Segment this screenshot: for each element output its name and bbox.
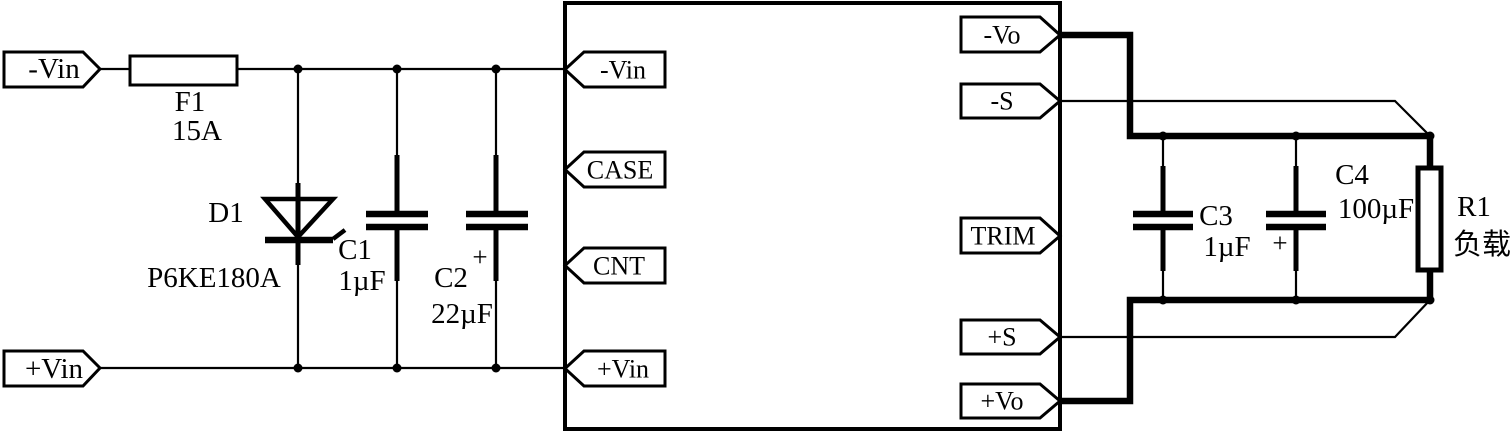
- pin-cnt-label: CNT: [593, 252, 645, 281]
- connector-pos-vin-flag: [2, 349, 103, 388]
- c3-ref-label: C3: [1199, 200, 1233, 232]
- pin-pos-vin: +Vin: [562, 349, 667, 388]
- pin-trim-flag: [959, 216, 1063, 255]
- pin-neg-s-flag: [959, 82, 1063, 120]
- capacitor-c1: [366, 155, 428, 281]
- pin-cnt-flag: [562, 246, 667, 285]
- capacitor-c2: [466, 155, 528, 281]
- junction-dot: [491, 363, 501, 373]
- r1-ref-label: R1: [1457, 191, 1491, 223]
- fuse-value-label: 15A: [172, 115, 222, 147]
- junction-dot: [1158, 295, 1168, 305]
- pin-pos-s-label: +S: [987, 323, 1016, 352]
- pin-case-flag: [562, 150, 667, 189]
- fuse-ref-label: F1: [175, 86, 206, 118]
- connector-neg-vin-label: -Vin: [28, 53, 80, 85]
- pin-neg-s-label: -S: [990, 87, 1013, 116]
- wire-neg-output-rail: [1060, 31, 1430, 140]
- module-right-pins: -Vo -S TRIM +S +Vo: [959, 15, 1063, 420]
- junction-dot: [392, 363, 402, 373]
- junction-dot: [1158, 131, 1168, 141]
- module-left-pins: -Vin CASE CNT +Vin: [562, 50, 667, 388]
- diode-triangle: [260, 196, 339, 241]
- pin-trim: TRIM: [959, 216, 1063, 255]
- pin-pos-vo-flag: [959, 382, 1063, 420]
- c2-plus-sign: +: [472, 242, 487, 272]
- pin-neg-vin-flag: [562, 50, 667, 89]
- pin-trim-label: TRIM: [971, 222, 1036, 251]
- connector-pos-vin-label: +Vin: [25, 353, 84, 385]
- pin-neg-vin-label: -Vin: [600, 56, 646, 85]
- connector-pos-vin: +Vin: [2, 349, 103, 388]
- c2-value-label: 22µF: [431, 298, 493, 330]
- pin-neg-vo: -Vo: [959, 15, 1063, 54]
- sense-wires: [1060, 99, 1431, 339]
- capacitor-c4: [1266, 166, 1326, 271]
- c1-ref-label: C1: [338, 234, 372, 266]
- junction-dots: [293, 64, 1435, 373]
- fuse-f1: [128, 54, 239, 87]
- output-wires: [1060, 31, 1434, 405]
- pin-neg-vo-label: -Vo: [983, 21, 1020, 50]
- diode-zener-tick: [331, 228, 347, 241]
- connector-neg-vin: -Vin: [2, 50, 103, 89]
- wire-pos-output-rail: [1060, 296, 1430, 405]
- c3-value-label: 1µF: [1203, 231, 1250, 263]
- pin-pos-vo-label: +Vo: [980, 387, 1023, 416]
- junction-dot: [293, 363, 303, 373]
- pin-pos-s-flag: [959, 318, 1063, 356]
- pin-pos-vo: +Vo: [959, 382, 1063, 420]
- pin-neg-vin: -Vin: [562, 50, 667, 89]
- input-wires: [100, 67, 565, 370]
- junction-dot: [491, 64, 501, 74]
- c4-ref-label: C4: [1335, 159, 1369, 191]
- pin-case: CASE: [562, 150, 667, 189]
- wire-neg-sense: [1060, 99, 1431, 137]
- pin-neg-vo-flag: [959, 15, 1063, 54]
- r1-value-label: 负载: [1453, 228, 1511, 261]
- tvs-diode-d1: [260, 183, 347, 265]
- c4-value-label: 100µF: [1338, 193, 1414, 225]
- c1-value-label: 1µF: [338, 265, 385, 297]
- junction-dot: [1291, 131, 1301, 141]
- pin-case-label: CASE: [587, 156, 653, 185]
- component-labels: F1 15A D1 P6KE180A C1 1µF C2 + 22µF C3 1…: [147, 86, 1511, 330]
- junction-dot: [392, 64, 402, 74]
- pin-pos-s: +S: [959, 318, 1063, 356]
- junction-dot: [1291, 295, 1301, 305]
- fuse-body: [128, 54, 239, 87]
- connector-neg-vin-flag: [2, 50, 103, 89]
- junction-dot: [293, 64, 303, 74]
- load-resistor-r1: [1415, 165, 1444, 273]
- c4-plus-sign: +: [1272, 228, 1287, 258]
- junction-dot: [1425, 131, 1435, 141]
- wire-pos-sense: [1060, 299, 1431, 339]
- pin-neg-s: -S: [959, 82, 1063, 120]
- capacitor-c3: [1133, 166, 1193, 271]
- pin-pos-vin-flag: [562, 349, 667, 388]
- pin-cnt: CNT: [562, 246, 667, 285]
- diode-ref-label: D1: [208, 197, 243, 229]
- c2-ref-label: C2: [434, 262, 468, 294]
- diode-part-label: P6KE180A: [147, 262, 281, 294]
- pin-pos-vin-label: +Vin: [597, 355, 649, 384]
- junction-dot: [1425, 295, 1435, 305]
